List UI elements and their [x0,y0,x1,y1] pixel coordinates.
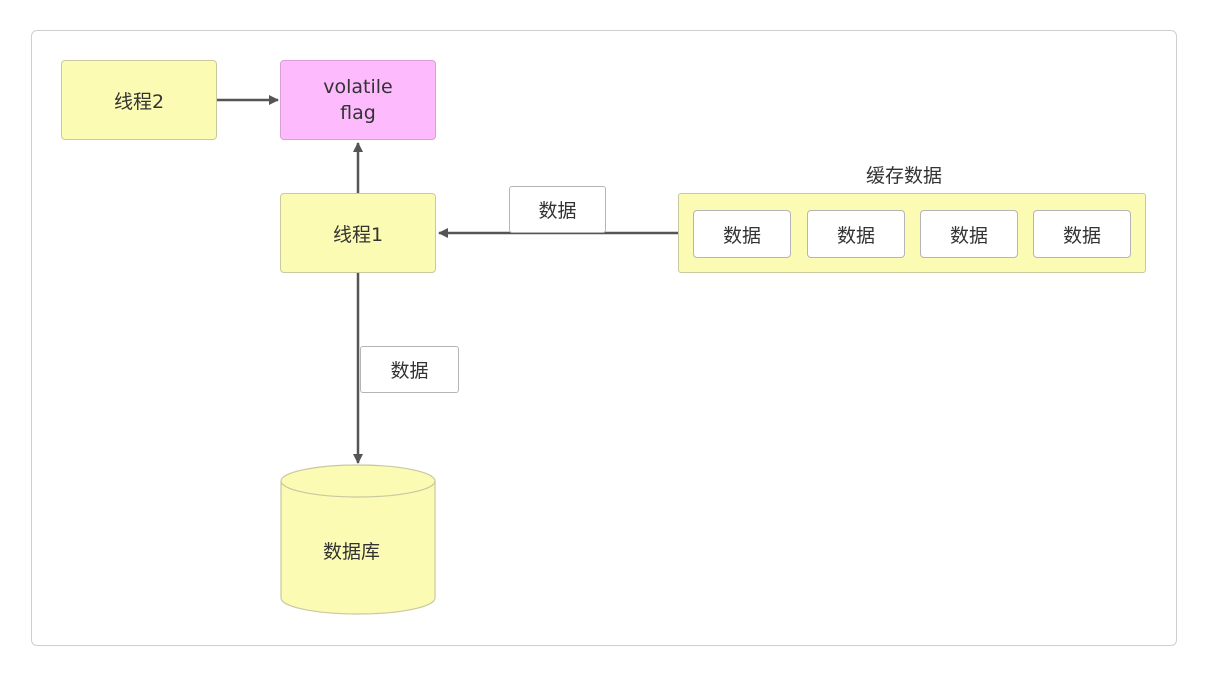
cache-item: 数据 [693,210,791,258]
thread2-label: 线程2 [113,90,165,113]
data-label-thread-to-db: 数据 [360,346,459,393]
data-label-text: 数据 [390,360,429,382]
thread1-box: 线程1 [280,193,436,273]
cache-item: 数据 [807,210,905,258]
database-cylinder [280,464,436,615]
cache-item: 数据 [1033,210,1131,258]
thread2-box: 线程2 [61,60,217,140]
thread1-label: 线程1 [332,223,384,246]
diagram-frame [31,30,1177,646]
cache-title: 缓存数据 [866,165,943,187]
data-label-text: 数据 [538,200,577,222]
cache-container: 数据 数据 数据 数据 [678,193,1146,273]
database-label: 数据库 [323,541,381,563]
flag-label-line1: volatile [323,76,393,98]
cache-item: 数据 [920,210,1018,258]
flag-label-line2: flag [340,102,376,124]
data-label-cache-to-thread: 数据 [509,186,606,233]
volatile-flag-box: volatile flag [280,60,436,140]
